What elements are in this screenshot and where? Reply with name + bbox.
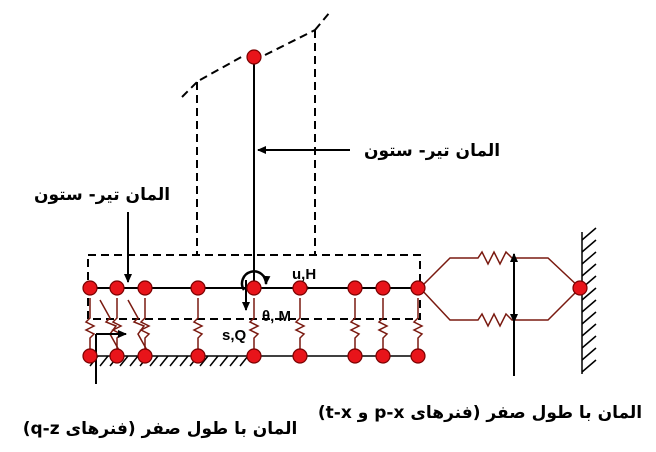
node xyxy=(292,348,308,364)
label-s-q: s,Q xyxy=(222,327,247,344)
node xyxy=(137,348,153,364)
fixed-support-wall xyxy=(581,227,597,374)
lateral-springs xyxy=(419,250,581,328)
label-u-h: u,H xyxy=(292,266,316,283)
node xyxy=(375,348,391,364)
node xyxy=(190,348,206,364)
moment-arc-icon xyxy=(240,270,271,291)
node xyxy=(347,348,363,364)
label-column-element-left: المان تیر- ستون xyxy=(34,185,170,205)
node xyxy=(375,280,391,296)
node xyxy=(410,280,426,296)
node xyxy=(137,280,153,296)
node xyxy=(246,280,262,296)
node xyxy=(292,280,308,296)
label-zero-length-right: المان با طول صفر (فنرهای p-x و t-x) xyxy=(318,403,642,423)
label-theta-m: θ, M xyxy=(262,308,291,325)
label-zero-length-left: المان با طول صفر (فنرهای q-z) xyxy=(23,419,298,439)
qz-springs xyxy=(84,298,424,352)
node xyxy=(82,348,98,364)
diagonal-springs xyxy=(99,299,149,353)
node xyxy=(82,280,98,296)
node xyxy=(347,280,363,296)
deformed-shape-outline xyxy=(181,11,331,255)
node xyxy=(190,280,206,296)
node-wall xyxy=(572,280,588,296)
node xyxy=(246,348,262,364)
node xyxy=(109,348,125,364)
nodes xyxy=(82,49,588,364)
label-column-element-top: المان تیر- ستون xyxy=(364,141,500,161)
node xyxy=(410,348,426,364)
node xyxy=(109,280,125,296)
node-column-top xyxy=(246,49,262,65)
